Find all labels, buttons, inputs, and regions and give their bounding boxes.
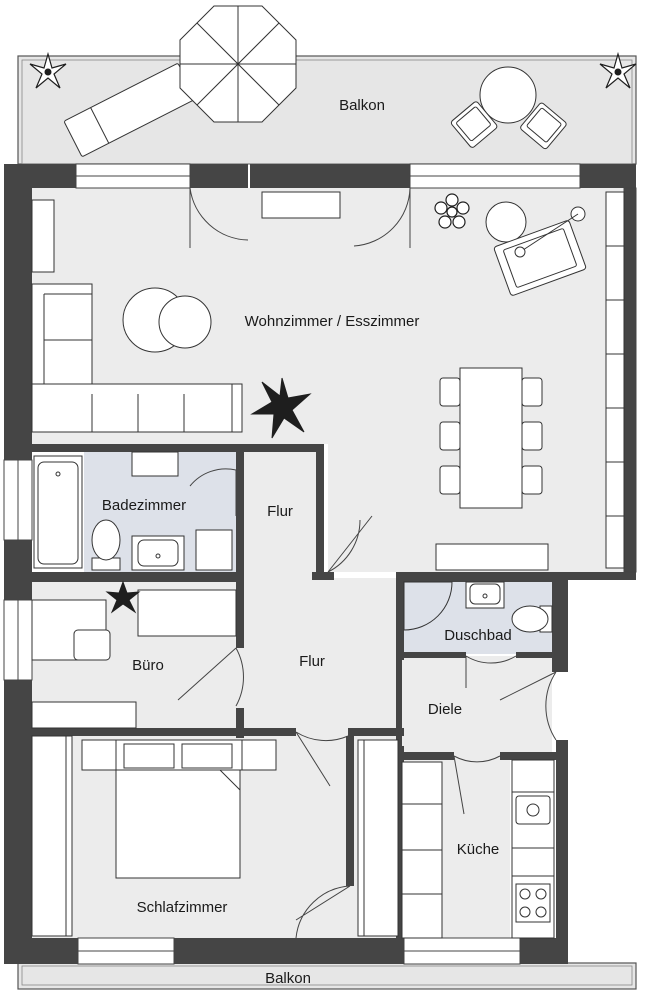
label-entrance: Diele [428, 701, 462, 718]
label-hall: Flur [299, 653, 325, 670]
bath-cabinet [131, 451, 179, 477]
label-shower-room: Duschbad [444, 627, 512, 644]
wall-cabinets [605, 191, 625, 569]
label-bathroom: Badezimmer [102, 497, 186, 514]
office-sofa [137, 589, 237, 637]
cooktop [515, 883, 551, 923]
plant-balcony-left [29, 51, 67, 89]
wardrobe-left [31, 735, 73, 937]
lowboard [435, 543, 549, 571]
sideboard [261, 191, 341, 219]
label-kitchen: Küche [457, 841, 500, 858]
shower-toilet [511, 605, 553, 633]
shower-sink [465, 581, 505, 609]
kitchen-cabinets-left [401, 761, 443, 939]
bathtub [33, 455, 83, 569]
corner-sofa [31, 283, 243, 433]
plants [29, 51, 637, 614]
floor-lamp [514, 206, 586, 258]
bistro-table [479, 66, 537, 124]
doors [177, 187, 557, 939]
room-labels: Balkon Wohnzimmer / Esszimmer Badezimmer… [102, 97, 512, 987]
bistro-chair-right [520, 102, 567, 150]
dining-chairs [439, 377, 543, 495]
kitchen-sink [515, 795, 551, 825]
floors [28, 188, 632, 938]
washbasin [131, 535, 185, 571]
parasol [179, 5, 297, 123]
pillow-2 [181, 743, 233, 769]
bed-pillows-row [81, 739, 277, 771]
shelf-left [31, 199, 55, 273]
label-hall-small: Flur [267, 503, 293, 520]
plant-living-flower [434, 193, 470, 229]
bath-shelf [195, 529, 233, 571]
office-desk [31, 599, 111, 661]
dining-table [459, 367, 523, 509]
side-table [485, 201, 527, 243]
walls [4, 164, 636, 964]
coffee-table-2 [158, 295, 212, 349]
label-living-dining: Wohnzimmer / Esszimmer [245, 313, 420, 330]
wardrobe-right [357, 739, 399, 937]
label-bedroom: Schlafzimmer [137, 899, 228, 916]
label-balcony-top: Balkon [339, 97, 385, 114]
office-sideboard [31, 701, 137, 729]
plant-balcony-right [599, 51, 637, 89]
pillow-1 [123, 743, 175, 769]
shower-tray [403, 581, 453, 631]
plant-office [105, 580, 141, 614]
bistro-chair-left [450, 101, 498, 148]
armchair [493, 220, 587, 296]
balcony-bottom [17, 962, 637, 990]
toilet [91, 519, 121, 571]
label-balcony-bottom: Balkon [265, 970, 311, 987]
label-office: Büro [132, 657, 164, 674]
plant-living-palm [250, 377, 312, 439]
double-bed [115, 769, 241, 879]
furniture [31, 5, 625, 939]
